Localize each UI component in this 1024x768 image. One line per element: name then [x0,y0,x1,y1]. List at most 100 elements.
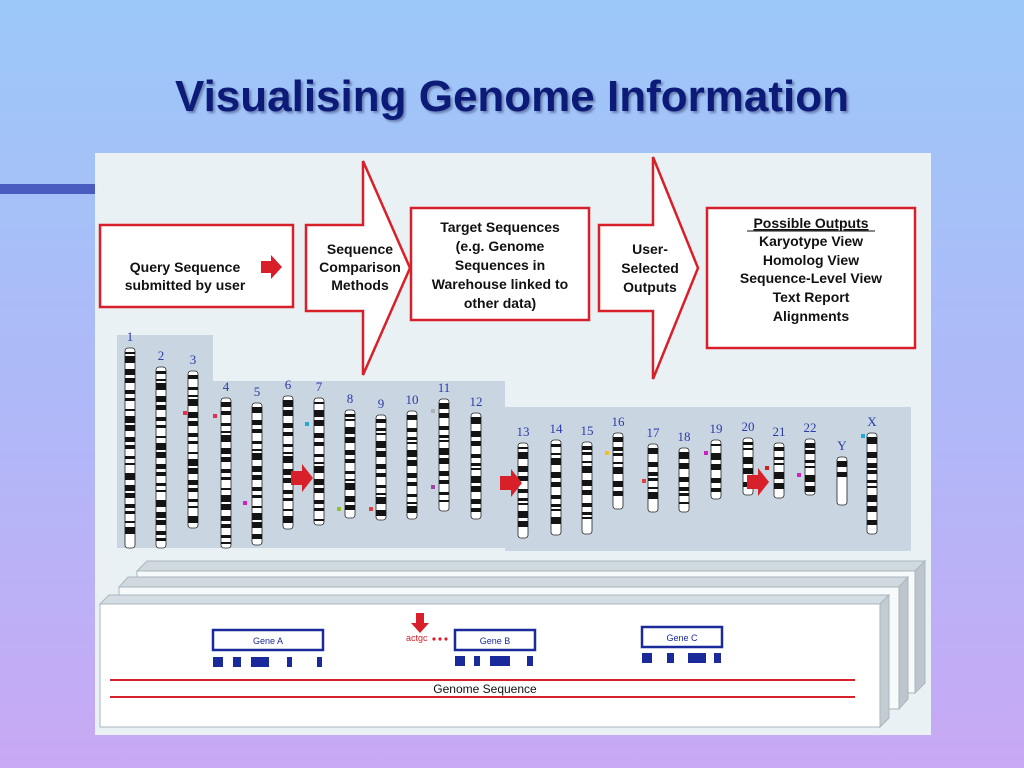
chromosome-label: 22 [804,420,817,435]
hit-marker [642,479,646,483]
chromosome: 19 [710,421,723,500]
chromosome: 13 [517,424,530,539]
target-line-4: Warehouse linked to [432,276,568,292]
selected-line-3: Outputs [623,279,677,295]
slide-title: Visualising Genome Information [175,72,849,121]
target-line-1: Target Sequences [440,219,560,235]
chromosome-label: 5 [254,384,261,399]
chromosome: 21 [773,424,786,499]
chromosome-label: 14 [550,421,564,436]
flow-query-box: Query Sequence submitted by user [98,223,295,309]
chromosome-label: 3 [190,352,197,367]
hit-arrow-icon [500,469,522,497]
chromosome: 5 [251,384,263,546]
chromosome: 4 [220,379,232,549]
chromosome-label: 1 [127,329,134,344]
hit-marker [183,411,187,415]
hit-marker [305,422,309,426]
chromosome: 7 [313,379,325,526]
chromosome-label: 11 [438,380,451,395]
target-line-2: (e.g. Genome [456,238,545,254]
target-line-5: other data) [464,295,536,311]
selected-line-1: User- [632,241,668,257]
chromosome-label: 7 [316,379,323,394]
hit-marker [704,451,708,455]
outputs-heading: Possible Outputs [753,215,868,231]
chromosome-label: 8 [347,391,354,406]
dotted-connector [432,637,448,641]
chromosome-label: 20 [742,419,755,434]
hit-arrow-icon [747,468,769,496]
chromosome: Y [836,438,848,506]
chromosome-label: 21 [773,424,786,439]
query-arrow-icon [261,255,282,279]
chromosome: 22 [804,420,817,496]
chromosome: 1 [124,329,136,549]
gene-label: Gene B [480,636,511,646]
query-fragment: actgc [406,633,428,643]
flow-comparison-arrow: Sequence Comparison Methods [304,160,412,376]
chromosome: 2 [155,348,167,549]
chromosome-label: 4 [223,379,230,394]
genome-sequence-label: Genome Sequence [433,682,537,696]
query-line-1: Query Sequence [130,259,241,275]
comparison-line-1: Sequence [327,241,393,257]
chromosome: 8 [344,391,356,519]
chromosome-label: 19 [710,421,723,436]
output-item: Homolog View [763,252,859,268]
target-line-3: Sequences in [455,257,545,273]
gene-label: Gene C [666,633,698,643]
flow-target-box: Target Sequences (e.g. Genome Sequences … [409,206,591,322]
chromosome: 3 [187,352,199,529]
flow-selected-arrow: User- Selected Outputs [597,156,700,380]
chromosome: 17 [647,425,661,513]
hit-marker [797,473,801,477]
output-item: Alignments [773,308,849,324]
chromosome: 15 [581,423,594,535]
hit-marker [213,414,217,418]
chromosome-label: 12 [470,394,483,409]
diagram-panel: Query Sequence submitted by user Sequenc… [95,153,931,735]
gene-label: Gene A [253,636,283,646]
chromosome-label: 17 [647,425,661,440]
chromosome: 11 [438,380,451,512]
hit-marker [605,451,609,455]
chromosome: 10 [406,392,419,520]
output-item: Text Report [773,289,850,305]
chromosome: 16 [612,414,626,510]
chromosome-label: 9 [378,396,385,411]
sequence-view: Gene A Gene B Gene C [98,559,927,729]
hit-marker [337,507,341,511]
hit-marker [861,434,865,438]
chromosome-label: 15 [581,423,594,438]
comparison-line-3: Methods [331,277,389,293]
chromosome-label: 13 [517,424,530,439]
output-item: Karyotype View [759,233,863,249]
flow-outputs-box: Possible Outputs Karyotype View Homolog … [705,206,917,350]
chromosome-label: 6 [285,377,292,392]
front-sheet: Gene A Gene B Gene C [98,593,891,729]
gene-a: Gene A [211,628,325,667]
chromosome: 9 [375,396,387,521]
chromosome-label: 18 [678,429,691,444]
query-line-2: submitted by user [125,277,246,293]
chromosome: 18 [678,429,691,513]
hit-marker [243,501,247,505]
chromosome-label: 16 [612,414,626,429]
gene-b: Gene B [453,628,537,666]
hit-marker [431,485,435,489]
chromosome: 12 [470,394,483,520]
chromosome: X [866,414,878,535]
query-hit-arrow-icon [411,613,429,633]
hit-marker [369,507,373,511]
chromosome-label: 2 [158,348,165,363]
output-item: Sequence-Level View [740,270,882,286]
chromosome-label: X [867,414,877,429]
hit-marker [431,409,435,413]
accent-bar [0,184,96,194]
gene-c: Gene C [640,625,724,663]
comparison-line-2: Comparison [319,259,401,275]
diagram-canvas: Query Sequence submitted by user Sequenc… [98,156,927,729]
hit-marker [765,466,769,470]
